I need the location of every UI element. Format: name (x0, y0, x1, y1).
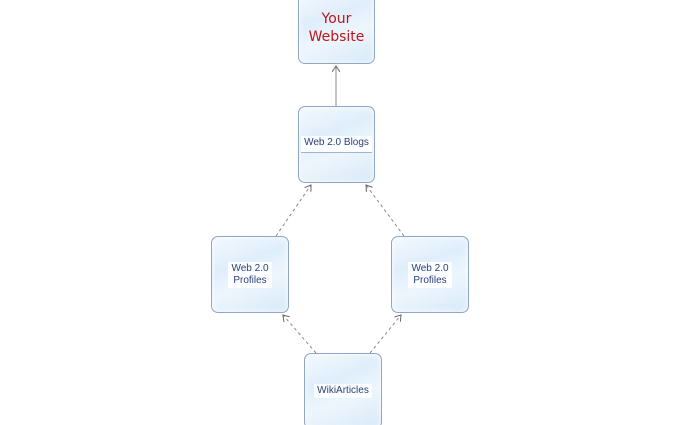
node-label-web-profiles-left: Web 2.0 Profiles (228, 261, 272, 288)
node-web-blogs: Web 2.0 Blogs (298, 106, 375, 183)
node-web-profiles-left: Web 2.0 Profiles (211, 236, 289, 313)
node-web-profiles-right: Web 2.0 Profiles (391, 236, 469, 313)
link-wiki-to-profiles-left (283, 315, 317, 354)
node-wiki-articles: WikiArticles (304, 353, 382, 425)
node-label-web-profiles-right: Web 2.0 Profiles (408, 261, 452, 288)
link-profiles-left-to-blogs (275, 185, 311, 237)
node-label-your-website: Your Website (308, 11, 365, 45)
node-your-website: Your Website (298, 0, 375, 64)
link-profiles-right-to-blogs (366, 185, 405, 237)
link-wiki-to-profiles-right (369, 315, 401, 354)
node-label-web-blogs: Web 2.0 Blogs (301, 136, 372, 153)
node-label-wiki-articles: WikiArticles (314, 384, 372, 398)
